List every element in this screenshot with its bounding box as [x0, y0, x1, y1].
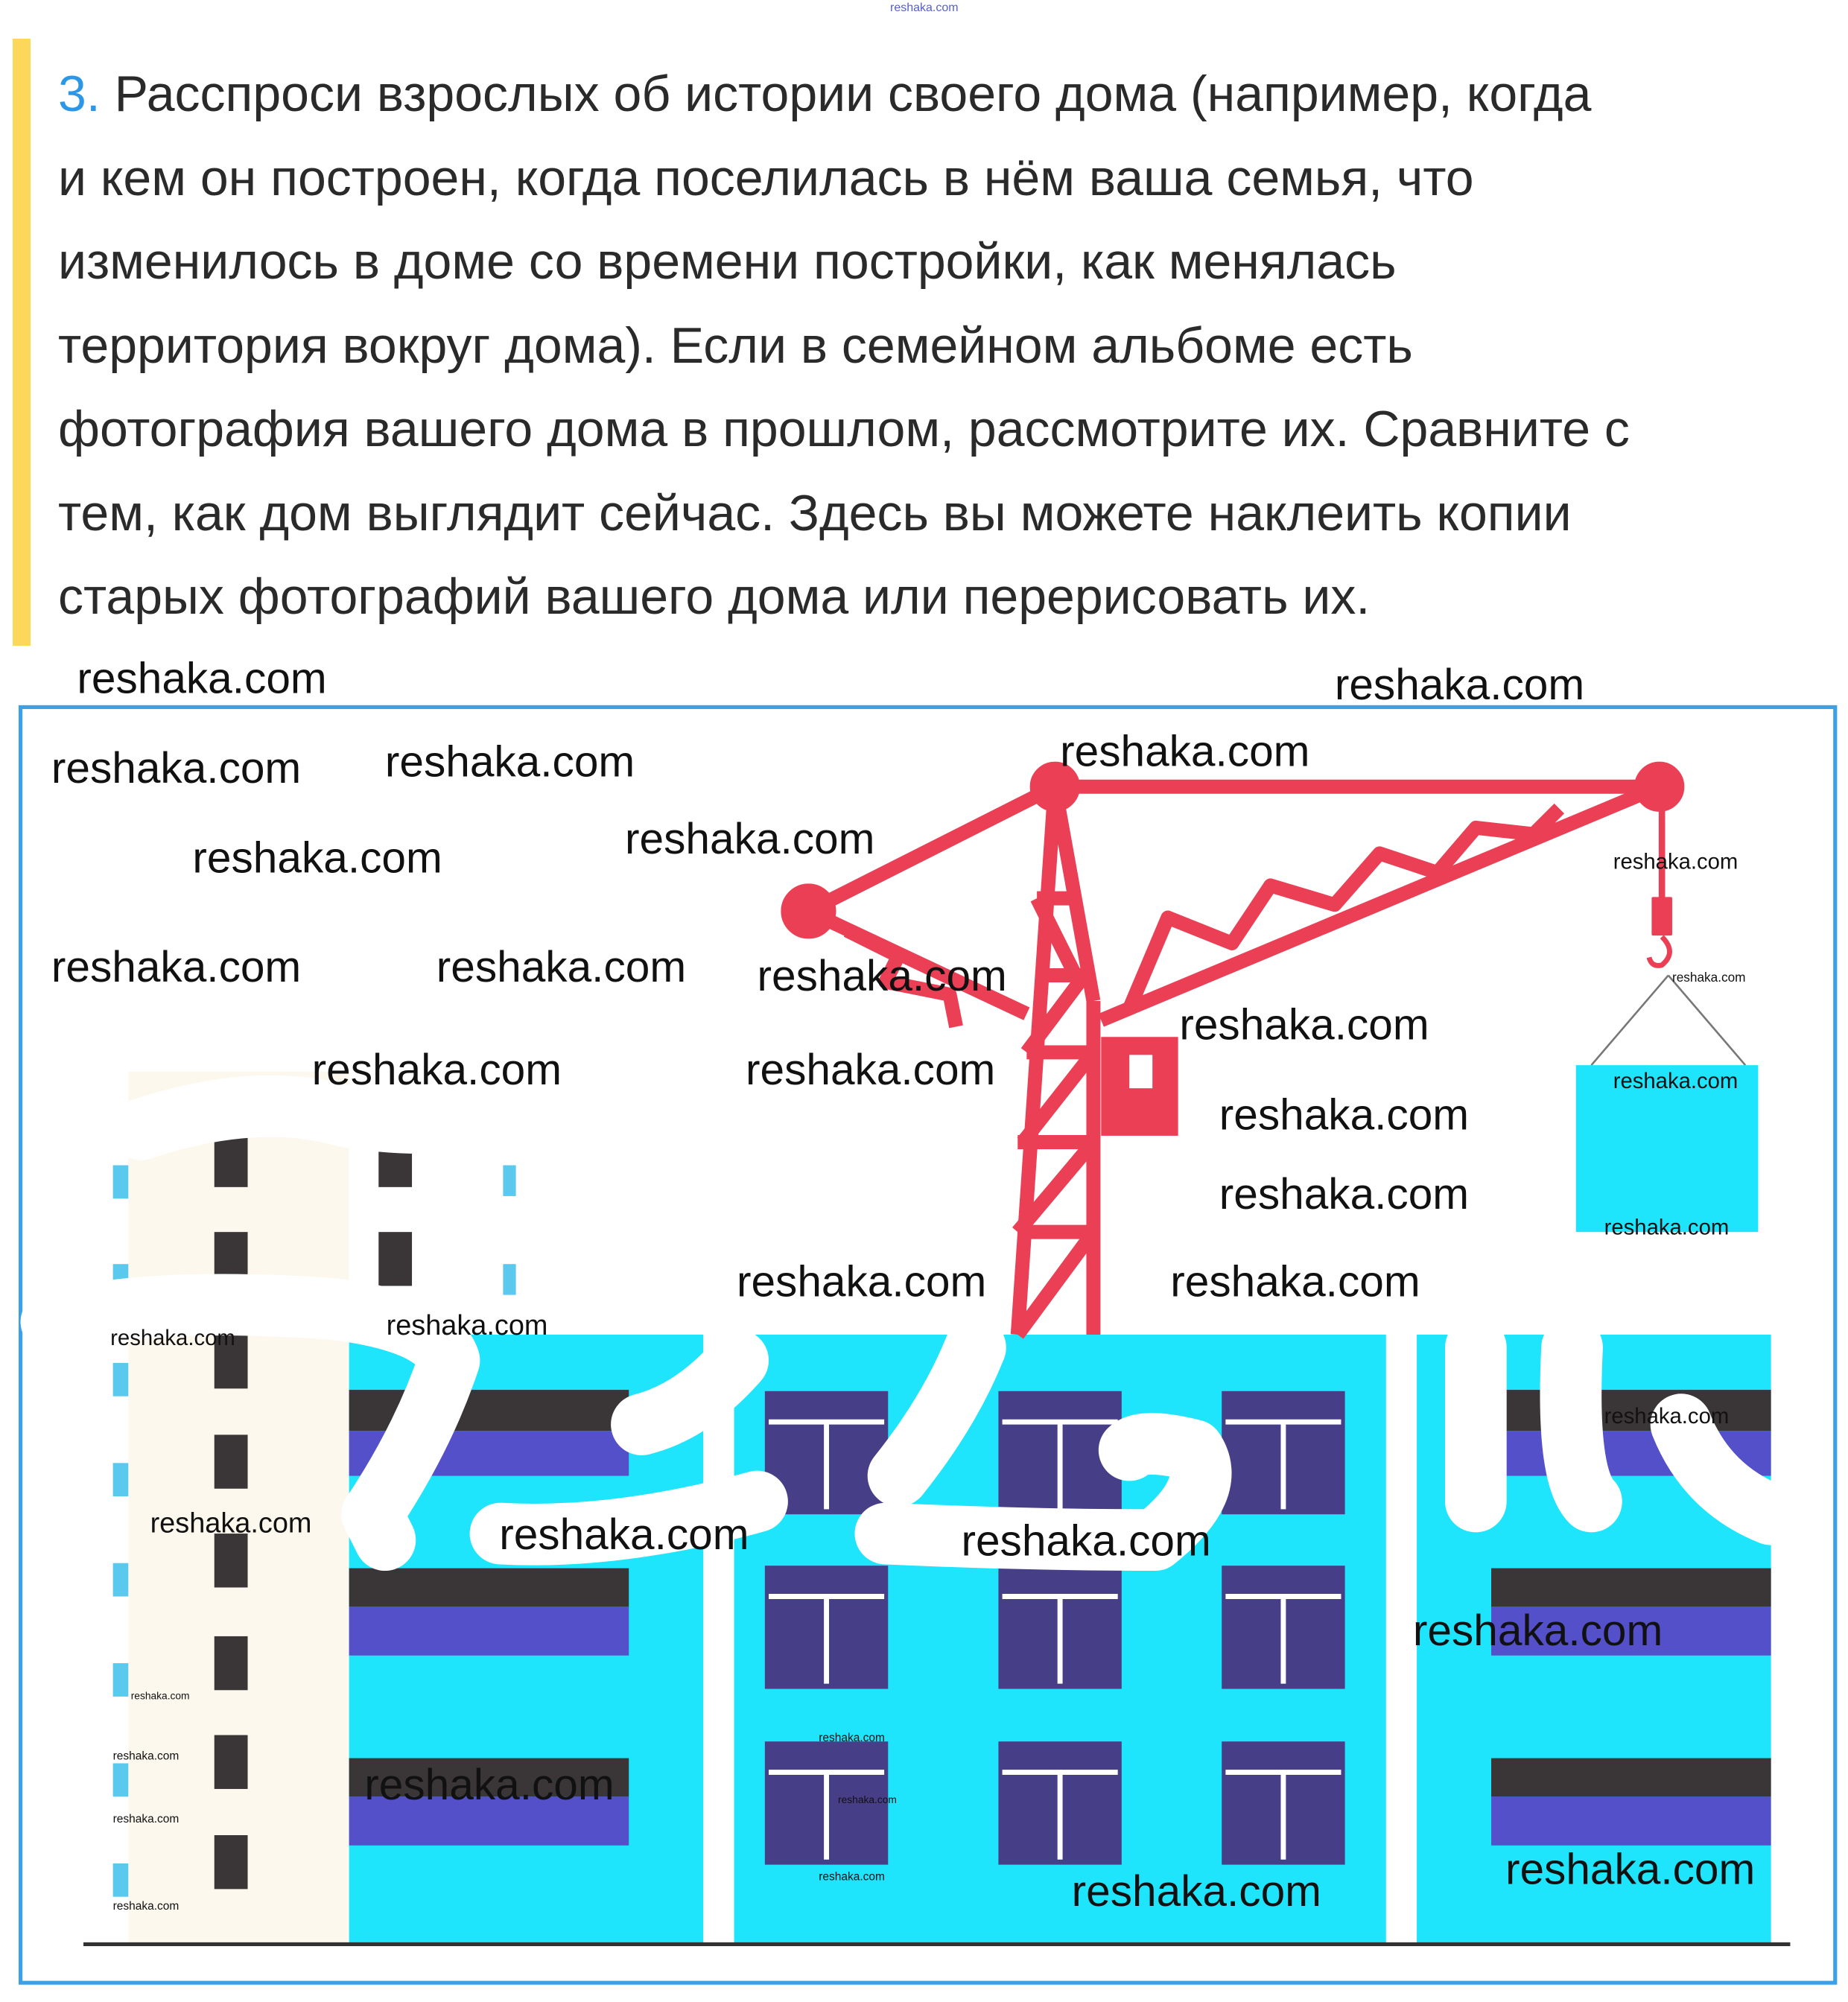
- watermark: reshaka.com: [746, 1046, 995, 1094]
- watermark: reshaka.com: [1179, 1001, 1429, 1049]
- watermark: reshaka.com: [1219, 1170, 1469, 1218]
- watermark: reshaka.com: [110, 1326, 235, 1350]
- watermark: reshaka.com: [77, 654, 326, 702]
- watermark: reshaka.com: [131, 1690, 190, 1701]
- window-frame: [769, 1770, 885, 1860]
- watermark: reshaka.com: [819, 1870, 885, 1883]
- task-line: тем, как дом выглядит сейчас. Здесь вы м…: [58, 484, 1572, 541]
- task-line-text: Расспроси взрослых об истории своего дом…: [114, 66, 1592, 122]
- header-watermark: reshaka.com: [890, 1, 959, 14]
- window-frame: [769, 1419, 885, 1510]
- watermark: reshaka.com: [113, 1750, 180, 1762]
- new-building: [83, 1335, 1791, 1947]
- task-line: изменилось в доме со времени постройки, …: [58, 233, 1397, 290]
- task-number: 3.: [58, 66, 101, 122]
- watermark: reshaka.com: [1413, 1607, 1663, 1655]
- crane: [781, 761, 1685, 1339]
- watermark: reshaka.com: [51, 744, 301, 792]
- watermark: reshaka.com: [1335, 661, 1584, 709]
- watermark: reshaka.com: [1072, 1867, 1321, 1916]
- watermark: reshaka.com: [838, 1794, 897, 1805]
- window-frame: [1002, 1770, 1118, 1860]
- watermark: reshaka.com: [1613, 850, 1739, 874]
- window-frame: [1002, 1594, 1118, 1684]
- crane-cab-window: [1129, 1055, 1153, 1089]
- watermark: reshaka.com: [758, 952, 1007, 1000]
- watermark: reshaka.com: [387, 1310, 548, 1341]
- watermark: reshaka.com: [1219, 1090, 1469, 1139]
- window-frame: [1225, 1770, 1341, 1860]
- window-frame: [1002, 1419, 1118, 1510]
- task-line: 3. Расспроси взрослых об истории своего …: [58, 52, 1831, 136]
- illustration-frame: [18, 705, 1838, 1985]
- crane-load: [1575, 974, 1759, 1233]
- task-line: фотография вашего дома в прошлом, рассмо…: [58, 401, 1630, 457]
- window-frame: [1225, 1594, 1341, 1684]
- watermark: reshaka.com: [819, 1732, 885, 1744]
- window-frame: [1225, 1419, 1341, 1510]
- task-text: 3. Расспроси взрослых об истории своего …: [58, 52, 1831, 639]
- watermark: reshaka.com: [51, 943, 301, 991]
- watermark: reshaka.com: [364, 1761, 614, 1809]
- watermark: reshaka.com: [150, 1507, 312, 1539]
- watermark: reshaka.com: [113, 1813, 180, 1825]
- watermark: reshaka.com: [1505, 1845, 1755, 1893]
- accent-bar: [13, 39, 31, 646]
- watermark: reshaka.com: [961, 1516, 1210, 1565]
- watermark: reshaka.com: [113, 1900, 180, 1913]
- watermark: reshaka.com: [385, 737, 635, 786]
- task-line: старых фотографий вашего дома или перери…: [58, 568, 1371, 625]
- watermark: reshaka.com: [312, 1046, 562, 1094]
- task-line: и кем он построен, когда поселилась в нё…: [58, 149, 1474, 206]
- watermark: reshaka.com: [1170, 1257, 1420, 1306]
- watermark: reshaka.com: [499, 1510, 749, 1559]
- watermark: reshaka.com: [1604, 1216, 1730, 1240]
- watermark: reshaka.com: [1613, 1069, 1739, 1093]
- watermark: reshaka.com: [192, 834, 442, 883]
- watermark: reshaka.com: [737, 1257, 986, 1306]
- watermark: reshaka.com: [1672, 970, 1746, 985]
- watermark: reshaka.com: [625, 815, 874, 863]
- watermark: reshaka.com: [1060, 728, 1309, 776]
- white-scribbles: [20, 1075, 1802, 1572]
- task-line: территория вокруг дома). Если в семейном…: [58, 317, 1413, 374]
- window-frame: [769, 1594, 885, 1684]
- watermarks: reshaka.com reshaka.com reshaka.com resh…: [51, 654, 1755, 1915]
- old-building: [112, 1071, 516, 1945]
- watermark: reshaka.com: [1604, 1404, 1730, 1429]
- watermark: reshaka.com: [436, 943, 686, 991]
